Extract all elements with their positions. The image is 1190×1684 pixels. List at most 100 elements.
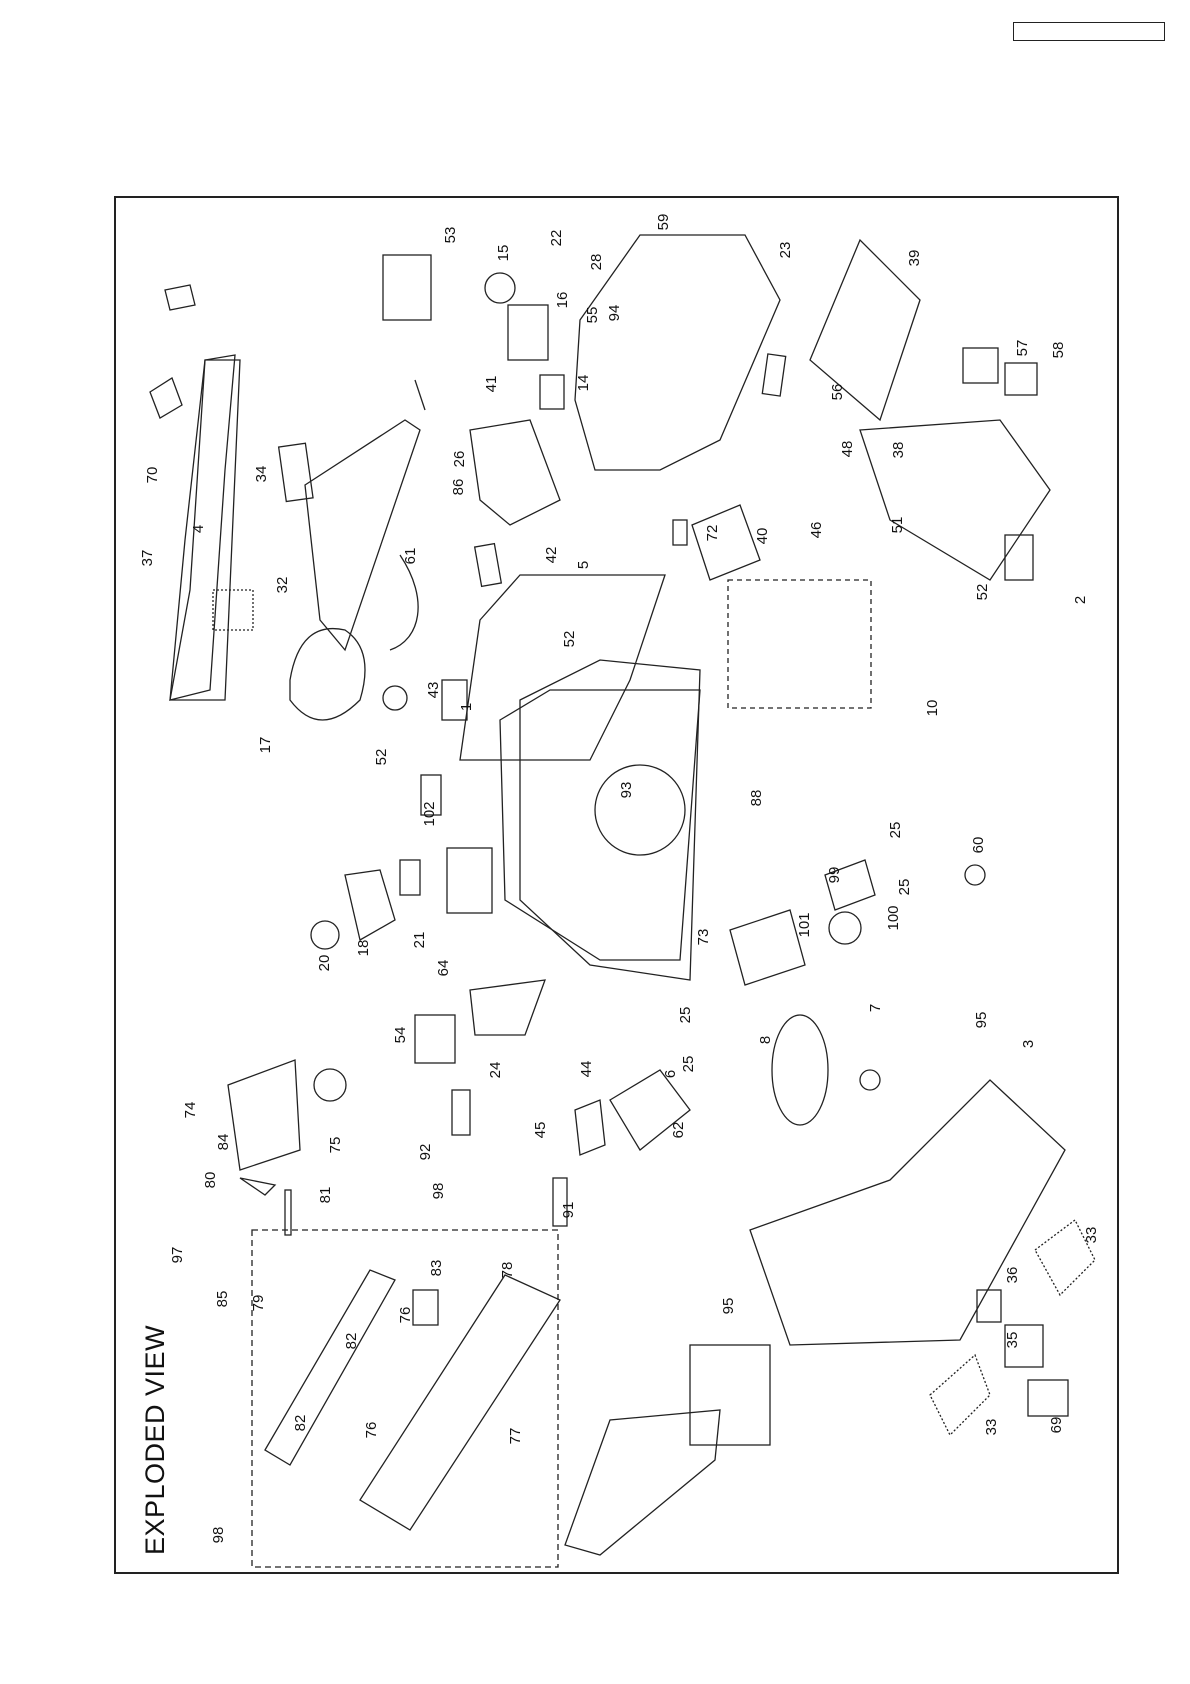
part-callout-label: 48: [839, 441, 856, 458]
part-8: [772, 1015, 828, 1125]
part-37: [150, 378, 182, 418]
part-callout-label: 102: [421, 801, 438, 826]
panel-grille: [213, 590, 253, 630]
part-58: [1005, 363, 1037, 395]
part-10-group: [728, 580, 871, 708]
part-75: [314, 1069, 346, 1101]
part-callout-label: 32: [274, 577, 291, 594]
part-callout-label: 81: [317, 1187, 334, 1204]
part-callout-label: 41: [483, 376, 500, 393]
part-3: [750, 1080, 1065, 1345]
part-callout-label: 85: [214, 1291, 231, 1308]
part-callout-label: 62: [670, 1122, 687, 1139]
part-callout-label: 95: [720, 1298, 737, 1315]
part-39: [810, 240, 920, 420]
part-callout-label: 70: [144, 467, 161, 484]
part-callout-label: 84: [215, 1134, 232, 1151]
part-callout-label: 46: [808, 522, 825, 539]
part-callout-label: 38: [890, 442, 907, 459]
part-callout-label: 97: [169, 1247, 186, 1264]
part-callout-label: 61: [402, 548, 419, 565]
part-callout-label: 3: [1020, 1040, 1037, 1048]
part-callout-label: 28: [588, 254, 605, 271]
part-callout-label: 76: [397, 1307, 414, 1324]
part-callout-label: 98: [430, 1183, 447, 1200]
part-18: [345, 870, 395, 940]
part-callout-label: 20: [316, 955, 333, 972]
part-34: [279, 443, 313, 501]
part-44: [575, 1100, 605, 1155]
part-21: [400, 860, 420, 895]
part-callout-label: 100: [885, 905, 902, 930]
part-callout-label: 91: [560, 1202, 577, 1219]
part-81: [285, 1190, 291, 1235]
part-callout-label: 99: [826, 867, 843, 884]
part-callout-label: 1: [458, 703, 475, 711]
part-61: [390, 555, 418, 650]
part-callout-label: 78: [499, 1262, 516, 1279]
part-83: [413, 1290, 438, 1325]
part-callout-label: 25: [887, 822, 904, 839]
part-callout-label: 45: [532, 1122, 549, 1139]
part-callout-label: 2: [1072, 596, 1089, 604]
part-callout-label: 52: [561, 631, 578, 648]
part-callout-label: 80: [202, 1172, 219, 1189]
part-callout-label: 98: [210, 1527, 227, 1544]
front-frame: [520, 660, 700, 980]
part-callout-label: 35: [1004, 1332, 1021, 1349]
part-callout-label: 82: [343, 1333, 360, 1350]
part-2: [1005, 535, 1033, 580]
part-callout-label: 52: [974, 584, 991, 601]
part-callout-label: 69: [1048, 1417, 1065, 1434]
part-72: [673, 520, 687, 545]
part-26: [470, 420, 560, 525]
part-callout-label: 21: [411, 932, 428, 949]
part-callout-label: 76: [363, 1422, 380, 1439]
part-callout-label: 75: [327, 1137, 344, 1154]
part-callout-label: 14: [575, 375, 592, 392]
part-77: [360, 1275, 560, 1530]
part-42: [475, 544, 502, 587]
part-43: [383, 686, 407, 710]
part-callout-label: 36: [1004, 1267, 1021, 1284]
part-60: [965, 865, 985, 885]
part-callout-label: 101: [796, 912, 813, 937]
part-callout-label: 34: [253, 466, 270, 483]
part-53: [383, 255, 431, 320]
part-7: [860, 1070, 880, 1090]
part-callout-label: 93: [618, 782, 635, 799]
part-callout-label: 42: [543, 547, 560, 564]
part-callout-label: 56: [829, 384, 846, 401]
part-callout-label: 52: [373, 749, 390, 766]
part-callout-label: 64: [435, 960, 452, 977]
part-callout-label: 74: [182, 1102, 199, 1119]
part-callout-label: 10: [924, 700, 941, 717]
part-callout-label: 15: [495, 245, 512, 262]
parts-drawing: [150, 235, 1095, 1567]
part-callout-label: 77: [507, 1428, 524, 1445]
part-101: [730, 910, 805, 985]
part-1: [442, 680, 467, 720]
part-57: [963, 348, 998, 383]
part-callout-label: 59: [655, 214, 672, 231]
part-5: [460, 575, 665, 760]
cavity-fan: [595, 765, 685, 855]
part-callout-label: 39: [906, 250, 923, 267]
part-56: [762, 354, 785, 396]
part-70: [165, 285, 195, 310]
part-callout-label: 16: [554, 292, 571, 309]
part-callout-label: 22: [548, 230, 565, 247]
part-callout-label: 33: [983, 1419, 1000, 1436]
part-callout-label: 57: [1014, 340, 1031, 357]
part-callout-label: 5: [575, 561, 592, 569]
part-23: [575, 235, 780, 470]
part-54: [415, 1015, 455, 1063]
part-callout-label: 23: [777, 242, 794, 259]
part-69: [1028, 1380, 1068, 1416]
part-callout-label: 8: [757, 1036, 774, 1044]
part-callout-label: 82: [292, 1415, 309, 1432]
part-85-group: [252, 1230, 558, 1567]
part-callout-label: 55: [584, 307, 601, 324]
part-callout-label: 33: [1083, 1227, 1100, 1244]
